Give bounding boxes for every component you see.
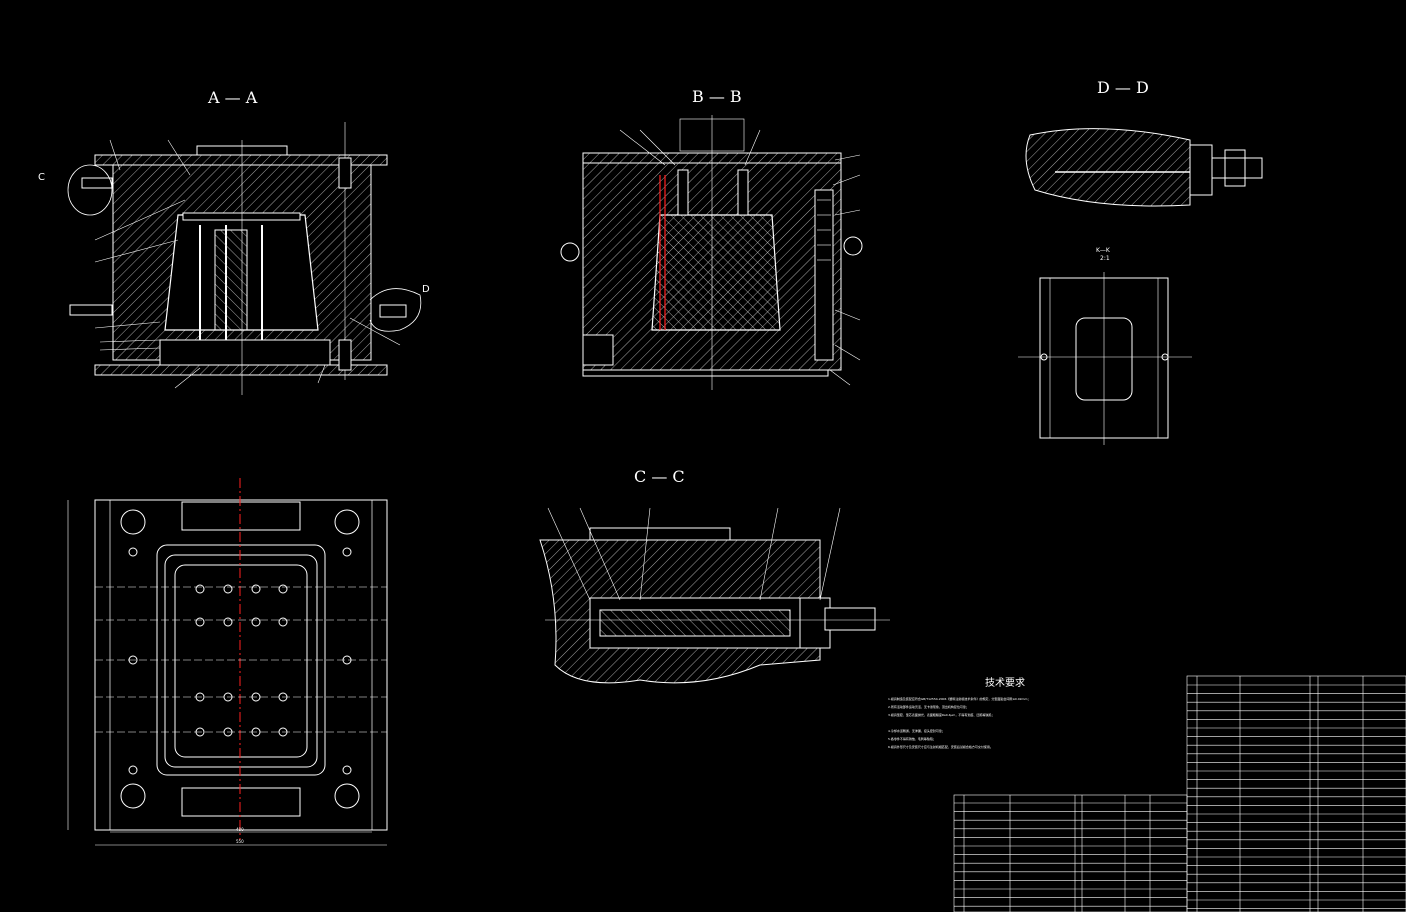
- section-view-aa: A — A C D: [38, 88, 430, 395]
- dim-width-2: 550: [236, 839, 244, 844]
- label-d: D: [422, 284, 430, 295]
- tech-line-3: 3.模具型腔、型芯表面抛光，表面粗糙度Ra0.4μm，不得有划痕、凹陷等缺陷；: [888, 712, 994, 717]
- section-view-dd: D — D: [1025, 78, 1263, 207]
- tech-title: 技术要求: [985, 676, 1025, 689]
- section-view-bb: B — B: [560, 87, 863, 390]
- scale-kk: 2:1: [1100, 255, 1110, 262]
- title-dd: D — D: [1097, 78, 1149, 97]
- technical-requirements: 技术要求 1.模具制造及装配应符合GB/T12554-2006《塑料注射模技术条…: [888, 676, 1030, 749]
- plan-view: 480 550: [67, 478, 388, 846]
- label-c: C: [38, 172, 45, 183]
- title-bb: B — B: [692, 87, 742, 106]
- section-view-cc: C — C: [539, 467, 890, 684]
- tech-line-4: 4.冷却水道畅通，无渗漏，接头密封可靠；: [888, 728, 945, 733]
- tech-line-5: 5.各零件不得有锈蚀、毛刺等缺陷；: [888, 736, 936, 741]
- title-cc: C — C: [634, 467, 685, 486]
- parts-list-table: [953, 675, 1406, 912]
- title-kk: K—K: [1096, 247, 1111, 254]
- title-aa: A — A: [207, 88, 258, 107]
- tech-line-1: 1.模具制造及装配应符合GB/T12554-2006《塑料注射模技术条件》的规定…: [888, 696, 1030, 701]
- detail-view-kk: K—K 2:1: [1018, 247, 1192, 445]
- dim-width-1: 480: [236, 827, 244, 832]
- tech-line-2: 2.所有活动部件运动灵活，无卡滞现象，顶出机构复位可靠；: [888, 704, 969, 709]
- tech-line-6: 6.模具外形尺寸及安装尺寸应与注射机相匹配，安装后试模合格方可交付使用。: [888, 744, 993, 749]
